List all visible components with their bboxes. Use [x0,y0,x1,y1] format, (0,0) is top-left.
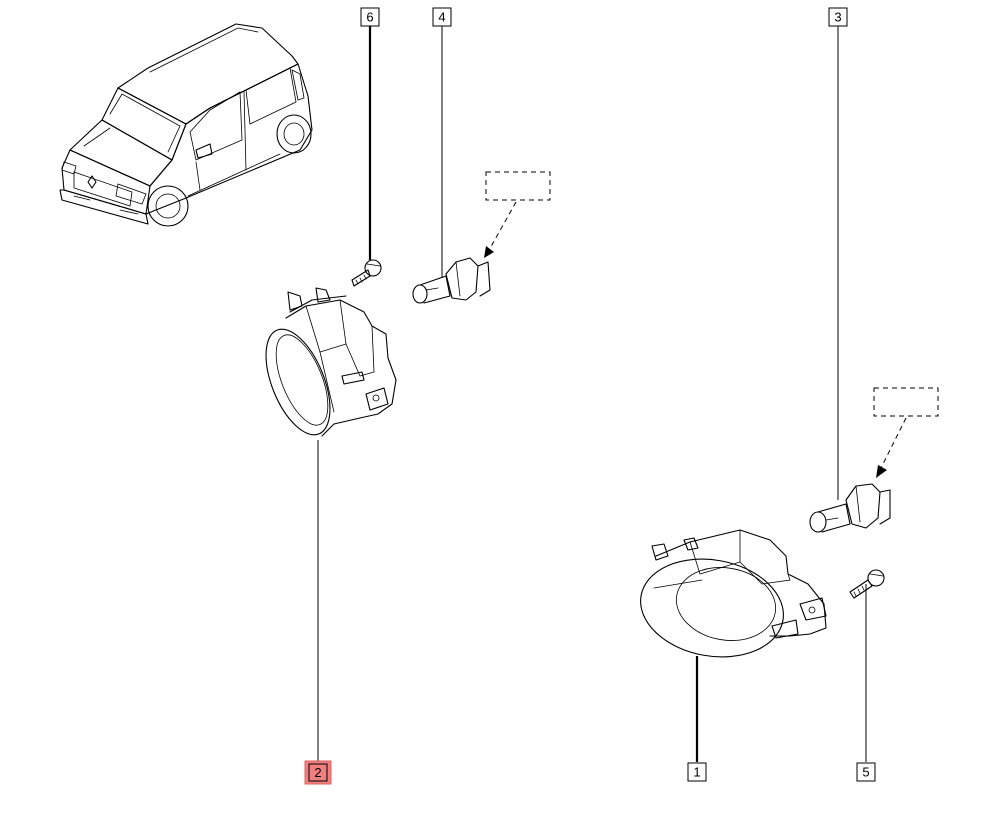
screw-left [351,259,382,287]
bulb-right [809,483,891,533]
callout-1-label: 1 [693,765,700,780]
callout-5[interactable]: 5 [856,762,876,782]
fog-lamp-right [640,529,827,658]
bulb-left [412,257,491,304]
callout-6[interactable]: 6 [360,7,380,27]
ref-box-left [484,171,551,258]
callout-2-label: 2 [314,765,321,780]
callout-2[interactable]: 2 [304,760,332,785]
callout-3-label: 3 [834,10,841,25]
callout-6-label: 6 [366,10,373,25]
callout-1[interactable]: 1 [687,762,707,782]
screw-right [849,569,885,599]
callout-4-label: 4 [438,10,445,25]
callout-3[interactable]: 3 [828,7,848,27]
callout-4[interactable]: 4 [432,7,452,27]
ref-box-right [873,387,939,478]
vehicle-illustration [59,23,313,227]
callout-5-label: 5 [862,765,869,780]
fog-lamp-left [265,287,397,437]
